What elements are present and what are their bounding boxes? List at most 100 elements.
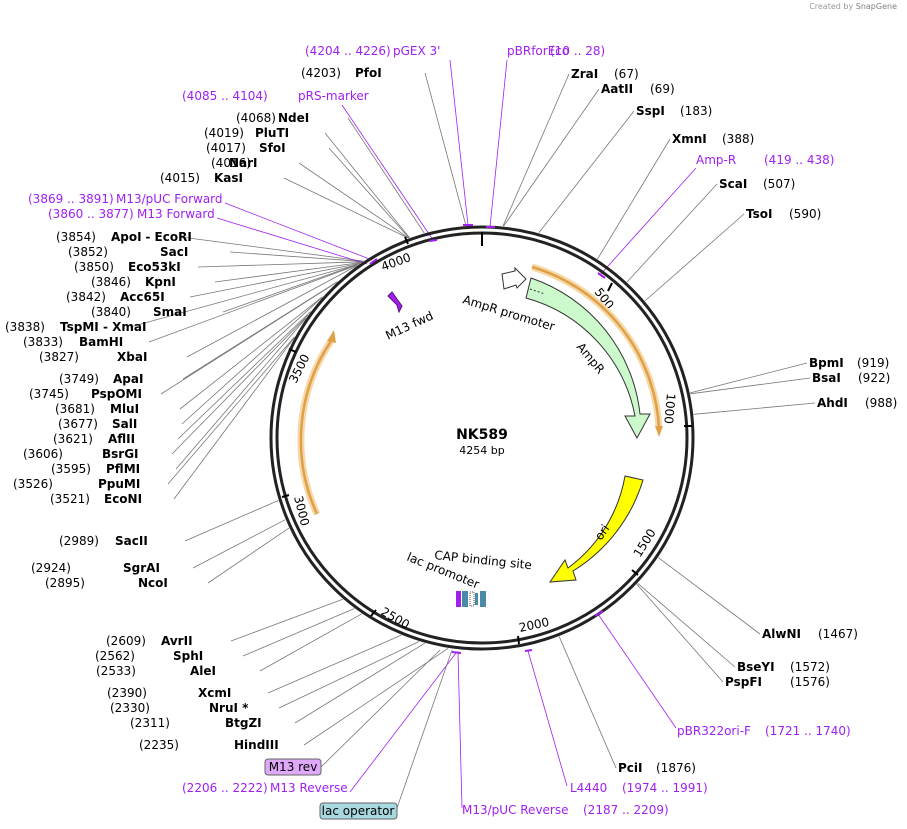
enzyme-sphi: SphI	[173, 649, 203, 663]
primer-pgex-3-: pGEX 3'	[393, 44, 440, 58]
enzyme-xbai: XbaI	[117, 350, 147, 364]
enzyme-pos-mlui: (3681)	[55, 402, 95, 416]
enzyme-pos-zrai: (67)	[614, 67, 639, 81]
leader-bseyi	[637, 583, 736, 668]
backbone-outer	[269, 225, 695, 651]
plasmid-name: NK589	[456, 427, 508, 443]
enzyme-bsai: BsaI	[812, 371, 841, 385]
primer-m13-puc-reverse: M13/pUC Reverse	[462, 803, 569, 817]
enzyme-sacii: SacII	[115, 534, 148, 548]
enzyme-pos-pfoi: (4203)	[301, 66, 341, 80]
credit-prefix: Created by	[809, 2, 854, 11]
leader-saci	[229, 251, 363, 262]
enzyme-alei: AleI	[190, 664, 216, 678]
primer-leader-6	[597, 613, 677, 729]
leader-bsai	[690, 377, 811, 395]
enzyme-bpmi: BpmI	[809, 356, 844, 370]
leader-pflmi	[175, 317, 307, 470]
primer-l4440: L4440	[570, 781, 607, 795]
leader-sgrai	[192, 519, 286, 569]
leader-sali	[181, 297, 322, 425]
leader-sspi	[538, 110, 635, 233]
enzyme-pos-kasi: (4015)	[160, 171, 200, 185]
enzyme-pos-sali: (3677)	[58, 417, 98, 431]
enzyme-nrui: NruI *	[209, 701, 249, 715]
primer-leader-0	[449, 59, 469, 226]
leader-lac-operator-box	[396, 649, 453, 809]
enzyme-apai: ApaI	[113, 372, 143, 386]
enzyme-tspmi: TspMI	[60, 320, 99, 334]
primer-m13-puc-forward: M13/pUC Forward	[116, 192, 223, 206]
enzyme-pos-avrii: (2609)	[106, 634, 146, 648]
leader-ncoi	[207, 527, 290, 584]
m13-fwd-glyph	[387, 291, 403, 314]
leader-acc65i	[189, 262, 361, 298]
enzyme-pos-tsoi: (590)	[789, 207, 821, 221]
primer-m13-forward: M13 Forward	[137, 207, 215, 221]
enzyme-pos-ahdi: (988)	[865, 396, 897, 410]
leader-xbai	[186, 265, 357, 358]
enzyme-pos-sspi: (183)	[680, 104, 712, 118]
leader-ppumi	[167, 336, 295, 485]
primer-pbrforeco: pBRforEco	[507, 44, 569, 58]
enzyme-pos-kpni: (3846)	[91, 275, 131, 289]
primer-range-m13-forward: (3860 .. 3877)	[48, 207, 134, 221]
m13-rev-label: M13 rev	[269, 760, 318, 774]
ampr-promoter-arrow	[501, 266, 527, 290]
site-labels: ZraI(67)AatII(69)SspI(183)XmnI(388)ScaI(…	[5, 44, 897, 817]
leader-alwni	[658, 557, 761, 635]
leader-scai	[626, 183, 718, 283]
enzyme-pos-saci: (3852)	[68, 245, 108, 259]
enzyme-pos-bsrgi: (3606)	[23, 447, 63, 461]
enzyme-pos-apoi: (3854)	[56, 230, 96, 244]
primer-leader-9	[349, 652, 457, 793]
enzyme-bseyi: BseYI	[737, 660, 775, 674]
primer-range-m13-puc-forward: (3869 .. 3891)	[28, 192, 114, 206]
primer-leader-1	[489, 59, 508, 228]
primer-range-m13-reverse: (2206 .. 2222)	[182, 781, 268, 795]
enzyme-pos-btgzi: (2311)	[130, 716, 170, 730]
enzyme-pos-nari: (4016)	[211, 156, 251, 170]
tick-1000: 1000	[661, 393, 678, 425]
enzyme-pspomi: PspOMI	[91, 387, 142, 401]
leader-nrui	[278, 641, 420, 709]
enzyme-bsrgi: BsrGI	[102, 447, 139, 461]
enzyme-pos-apai: (3749)	[59, 372, 99, 386]
leader-xcmi	[267, 634, 402, 694]
orf-ampr-arrowhead	[655, 426, 663, 437]
primer-range-pgex-3-: (4204 .. 4226)	[305, 44, 391, 58]
enzyme-sspi: SspI	[636, 104, 665, 118]
tick-2000: 2000	[518, 615, 551, 635]
leader-pspfi	[636, 584, 724, 683]
leader-ndei	[347, 117, 425, 234]
enzyme-btgzi: BtgZI	[225, 716, 262, 730]
plasmid-size: 4254 bp	[459, 444, 504, 457]
enzyme-pos-sacii: (2989)	[59, 534, 99, 548]
enzyme-pos-aflii: (3621)	[53, 432, 93, 446]
enzyme-alt-tspmi: - XmaI	[103, 320, 146, 334]
primer-prs-marker: pRS-marker	[298, 89, 369, 103]
primer-leader-3	[599, 167, 697, 276]
leader-bamhi	[148, 264, 359, 343]
enzyme-pos-econi: (3521)	[50, 492, 90, 506]
primer-leader-7	[527, 650, 568, 787]
leader-zrai	[502, 73, 570, 227]
orf-left-arrowhead	[327, 330, 336, 343]
enzyme-pos-xmni: (388)	[722, 132, 754, 146]
enzyme-pos-xbai: (3827)	[39, 350, 79, 364]
leader-mlui	[179, 296, 323, 410]
leader-btgzi	[294, 642, 426, 724]
enzyme-pos-alei: (2533)	[96, 664, 136, 678]
enzyme-pos-ncoi: (2895)	[45, 576, 85, 590]
enzyme-pos-sgrai: (2924)	[31, 561, 71, 575]
enzyme-pos-pspomi: (3745)	[29, 387, 69, 401]
leader-kasi	[283, 177, 409, 239]
enzyme-acc65i: Acc65I	[120, 290, 165, 304]
enzyme-ppumi: PpuMI	[98, 477, 140, 491]
enzyme-pos-ppumi: (3526)	[13, 477, 53, 491]
enzyme-pspfi: PspFI	[725, 675, 762, 689]
primer-pbr322ori-f: pBR322ori-F	[677, 724, 751, 738]
leader-tspmi	[129, 263, 360, 328]
orf-left	[299, 340, 333, 515]
leader-aflii	[177, 311, 311, 440]
